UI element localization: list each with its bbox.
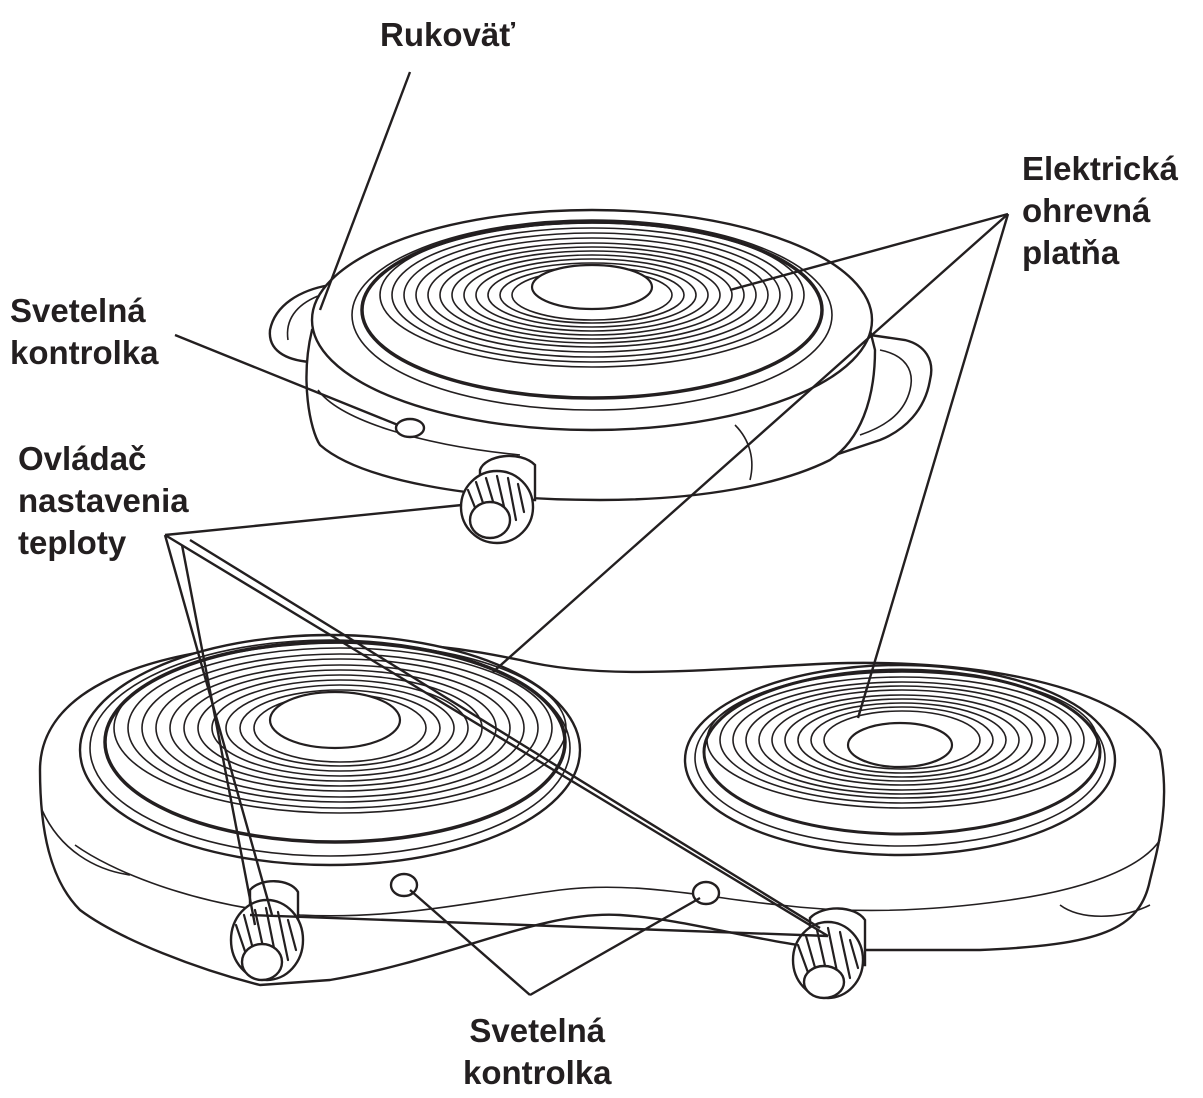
label-indicator-bottom: Svetelná kontrolka: [463, 1010, 612, 1094]
label-handle: Rukoväť: [380, 14, 515, 56]
label-knob: Ovládač nastavenia teploty: [18, 438, 189, 564]
label-hotplate-line-3: platňa: [1022, 234, 1120, 271]
single-indicator-light: [394, 417, 426, 439]
label-indicator-top: Svetelná kontrolka: [10, 290, 159, 374]
single-hotplate: [268, 208, 933, 545]
single-knob: [459, 454, 537, 545]
single-coil: [379, 222, 805, 368]
label-indicator-top-line-2: kontrolka: [10, 334, 159, 371]
label-hotplate: Elektrická ohrevná platňa: [1022, 148, 1178, 274]
label-knob-line-1: Ovládač: [18, 440, 147, 477]
right-coil: [706, 671, 1098, 809]
label-knob-line-3: teploty: [18, 524, 127, 561]
label-indicator-bottom-line-2: kontrolka: [463, 1054, 612, 1091]
leader-lines: [163, 71, 1010, 997]
left-knob: [229, 880, 305, 982]
right-knob: [791, 907, 867, 1000]
label-knob-line-2: nastavenia: [18, 482, 189, 519]
label-indicator-top-line-1: Svetelná: [10, 292, 146, 329]
label-hotplate-line-2: ohrevná: [1022, 192, 1151, 229]
double-hotplate: [38, 633, 1166, 1000]
label-hotplate-line-1: Elektrická: [1022, 150, 1178, 187]
label-indicator-bottom-line-1: Svetelná: [469, 1012, 606, 1049]
label-handle-text: Rukoväť: [380, 16, 516, 53]
left-coil: [113, 642, 567, 814]
